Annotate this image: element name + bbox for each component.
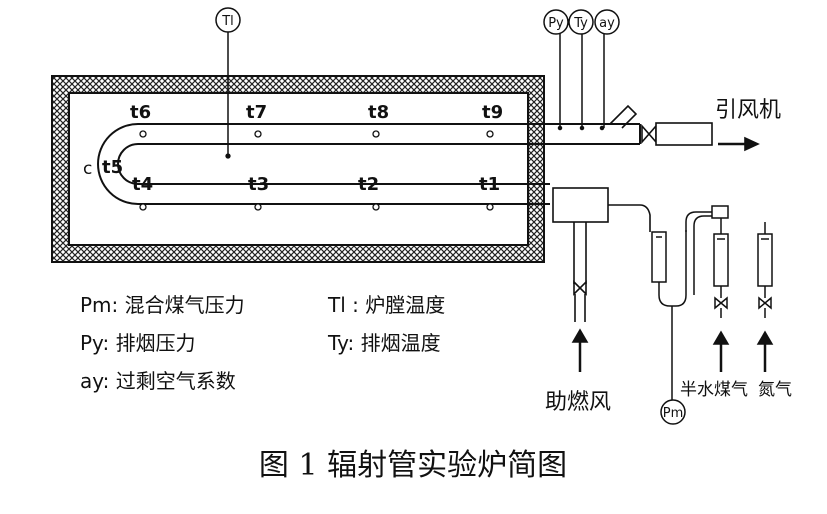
combustion-air-label: 助燃风 (545, 390, 611, 415)
point-t8 (372, 130, 380, 138)
legend-item-ty: Ty: 排烟温度 (327, 331, 441, 355)
label-t4: t4 (132, 174, 153, 195)
ty-instrument-label: Ty (573, 16, 588, 31)
label-t5: t5 (102, 157, 123, 178)
legend-item-pm: Pm: 混合煤气压力 (80, 293, 245, 317)
label-t9: t9 (482, 102, 503, 123)
label-t6: t6 (130, 102, 151, 123)
ay-instrument-label: ay (599, 16, 615, 31)
point-t6 (139, 130, 147, 138)
point-t4 (139, 203, 147, 211)
furnace-temp-instrument: Tl (215, 7, 241, 156)
point-t2 (372, 203, 380, 211)
py-instrument-label: Py (548, 16, 564, 31)
exhaust-fan-label: 引风机 (715, 98, 781, 123)
label-t2: t2 (358, 174, 379, 195)
label-t1: t1 (479, 174, 500, 195)
exhaust-instruments: Py Ty ay (543, 9, 620, 128)
furnace-wall (51, 75, 545, 263)
thermocouple-labels: t6 t7 t8 t9 t4 t3 t2 t1 t5 c (83, 102, 503, 195)
point-t7 (254, 130, 262, 138)
label-t8: t8 (368, 102, 389, 123)
semi-water-gas-label: 半水煤气 (680, 380, 748, 400)
nitrogen-label: 氮气 (758, 380, 792, 400)
point-t3 (254, 203, 262, 211)
legend: Pm: 混合煤气压力 Py: 排烟压力 ay: 过剩空气系数 Tl : 炉膛温度… (80, 293, 445, 393)
legend-item-ay: ay: 过剩空气系数 (80, 369, 236, 393)
pm-instrument-label: Pm (663, 406, 684, 421)
legend-item-tl: Tl : 炉膛温度 (327, 293, 445, 317)
label-t3: t3 (248, 174, 269, 195)
burner-assembly (552, 187, 651, 372)
point-t1 (486, 203, 494, 211)
point-ay (599, 125, 605, 131)
gas-mixing-assembly (651, 205, 774, 425)
tl-instrument-label: Tl (221, 14, 234, 29)
figure-caption: 图 1 辐射管实验炉简图 (259, 448, 567, 483)
label-c: c (83, 159, 92, 179)
radiant-tube (97, 123, 641, 205)
exhaust-line (609, 104, 760, 152)
legend-item-py: Py: 排烟压力 (80, 331, 196, 355)
label-t7: t7 (246, 102, 267, 123)
point-t9 (486, 130, 494, 138)
